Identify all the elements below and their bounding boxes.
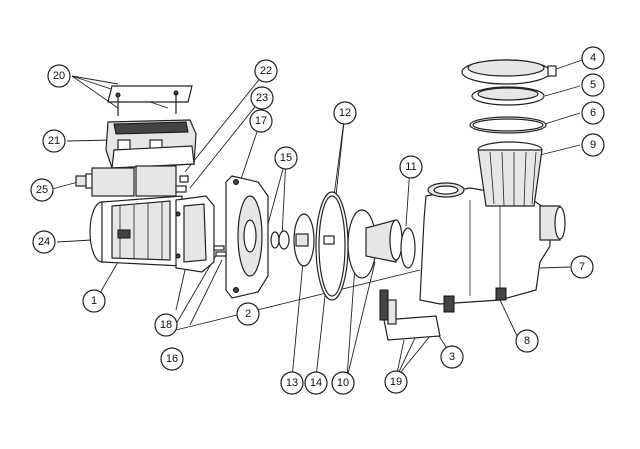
callout-label-25: 25 <box>36 184 48 196</box>
callout-label-12: 12 <box>339 107 351 119</box>
callout-label-5: 5 <box>590 79 596 91</box>
callout-4: 4 <box>581 46 605 70</box>
callout-9: 9 <box>581 133 605 157</box>
part-21-control-box <box>105 119 197 169</box>
callout-label-17: 17 <box>255 115 267 127</box>
callout-label-13: 13 <box>286 377 298 389</box>
callout-label-10: 10 <box>337 377 349 389</box>
callout-22: 22 <box>254 59 278 83</box>
part-16-bolts <box>175 175 227 257</box>
part-3-base-bracket <box>379 289 455 341</box>
callout-label-8: 8 <box>524 335 530 347</box>
callout-18: 18 <box>154 313 178 337</box>
callout-24: 24 <box>32 230 56 254</box>
callout-label-23: 23 <box>256 92 268 104</box>
callout-3: 3 <box>440 345 464 369</box>
callout-16: 16 <box>160 347 184 371</box>
part-25-connector <box>75 165 177 197</box>
callout-label-7: 7 <box>579 261 585 273</box>
part-4-lock-ring <box>461 59 557 85</box>
callout-1: 1 <box>82 289 106 313</box>
callout-20: 20 <box>47 64 71 88</box>
callout-8: 8 <box>515 329 539 353</box>
callout-label-20: 20 <box>53 70 65 82</box>
callout-label-9: 9 <box>590 139 596 151</box>
callout-label-15: 15 <box>280 152 292 164</box>
callout-label-21: 21 <box>48 135 60 147</box>
callout-label-11: 11 <box>405 161 416 173</box>
part-8-drain-plug <box>495 287 507 301</box>
callout-label-24: 24 <box>38 236 50 248</box>
part-7-pump-housing <box>419 182 566 305</box>
callout-label-6: 6 <box>590 107 596 119</box>
part-24-motor <box>89 195 183 267</box>
callout-label-16: 16 <box>166 353 178 365</box>
callout-13: 13 <box>280 371 304 395</box>
part-11-o-ring <box>400 227 416 269</box>
callout-17: 17 <box>249 109 273 133</box>
part-9-basket <box>477 141 543 207</box>
part-14-gasket <box>315 191 349 301</box>
part-10-diffuser <box>347 209 403 279</box>
part-20-cover-plate <box>107 85 193 116</box>
callout-label-22: 22 <box>260 65 272 77</box>
part-5-lid <box>471 86 545 106</box>
callout-2: 2 <box>236 302 260 326</box>
callout-15: 15 <box>274 146 298 170</box>
callout-label-14: 14 <box>310 377 322 389</box>
callout-label-18: 18 <box>160 319 172 331</box>
callout-label-19: 19 <box>390 376 402 388</box>
callout-6: 6 <box>581 101 605 125</box>
callout-25: 25 <box>30 178 54 202</box>
callout-label-3: 3 <box>449 351 455 363</box>
part-15-seal <box>270 230 290 250</box>
callout-label-4: 4 <box>590 52 596 64</box>
part-18-flange <box>175 195 215 273</box>
part-17-seal-plate <box>225 175 269 299</box>
callout-5: 5 <box>581 73 605 97</box>
part-13-impeller <box>293 213 315 267</box>
callout-7: 7 <box>570 255 594 279</box>
callout-12: 12 <box>333 101 357 125</box>
callout-14: 14 <box>304 371 328 395</box>
callout-11: 11 <box>399 155 423 179</box>
callout-19: 19 <box>384 370 408 394</box>
callout-label-1: 1 <box>91 295 97 307</box>
part-6-o-ring <box>469 116 547 134</box>
callout-21: 21 <box>42 129 66 153</box>
callout-10: 10 <box>331 371 355 395</box>
callout-23: 23 <box>250 86 274 110</box>
callout-label-2: 2 <box>245 308 251 320</box>
